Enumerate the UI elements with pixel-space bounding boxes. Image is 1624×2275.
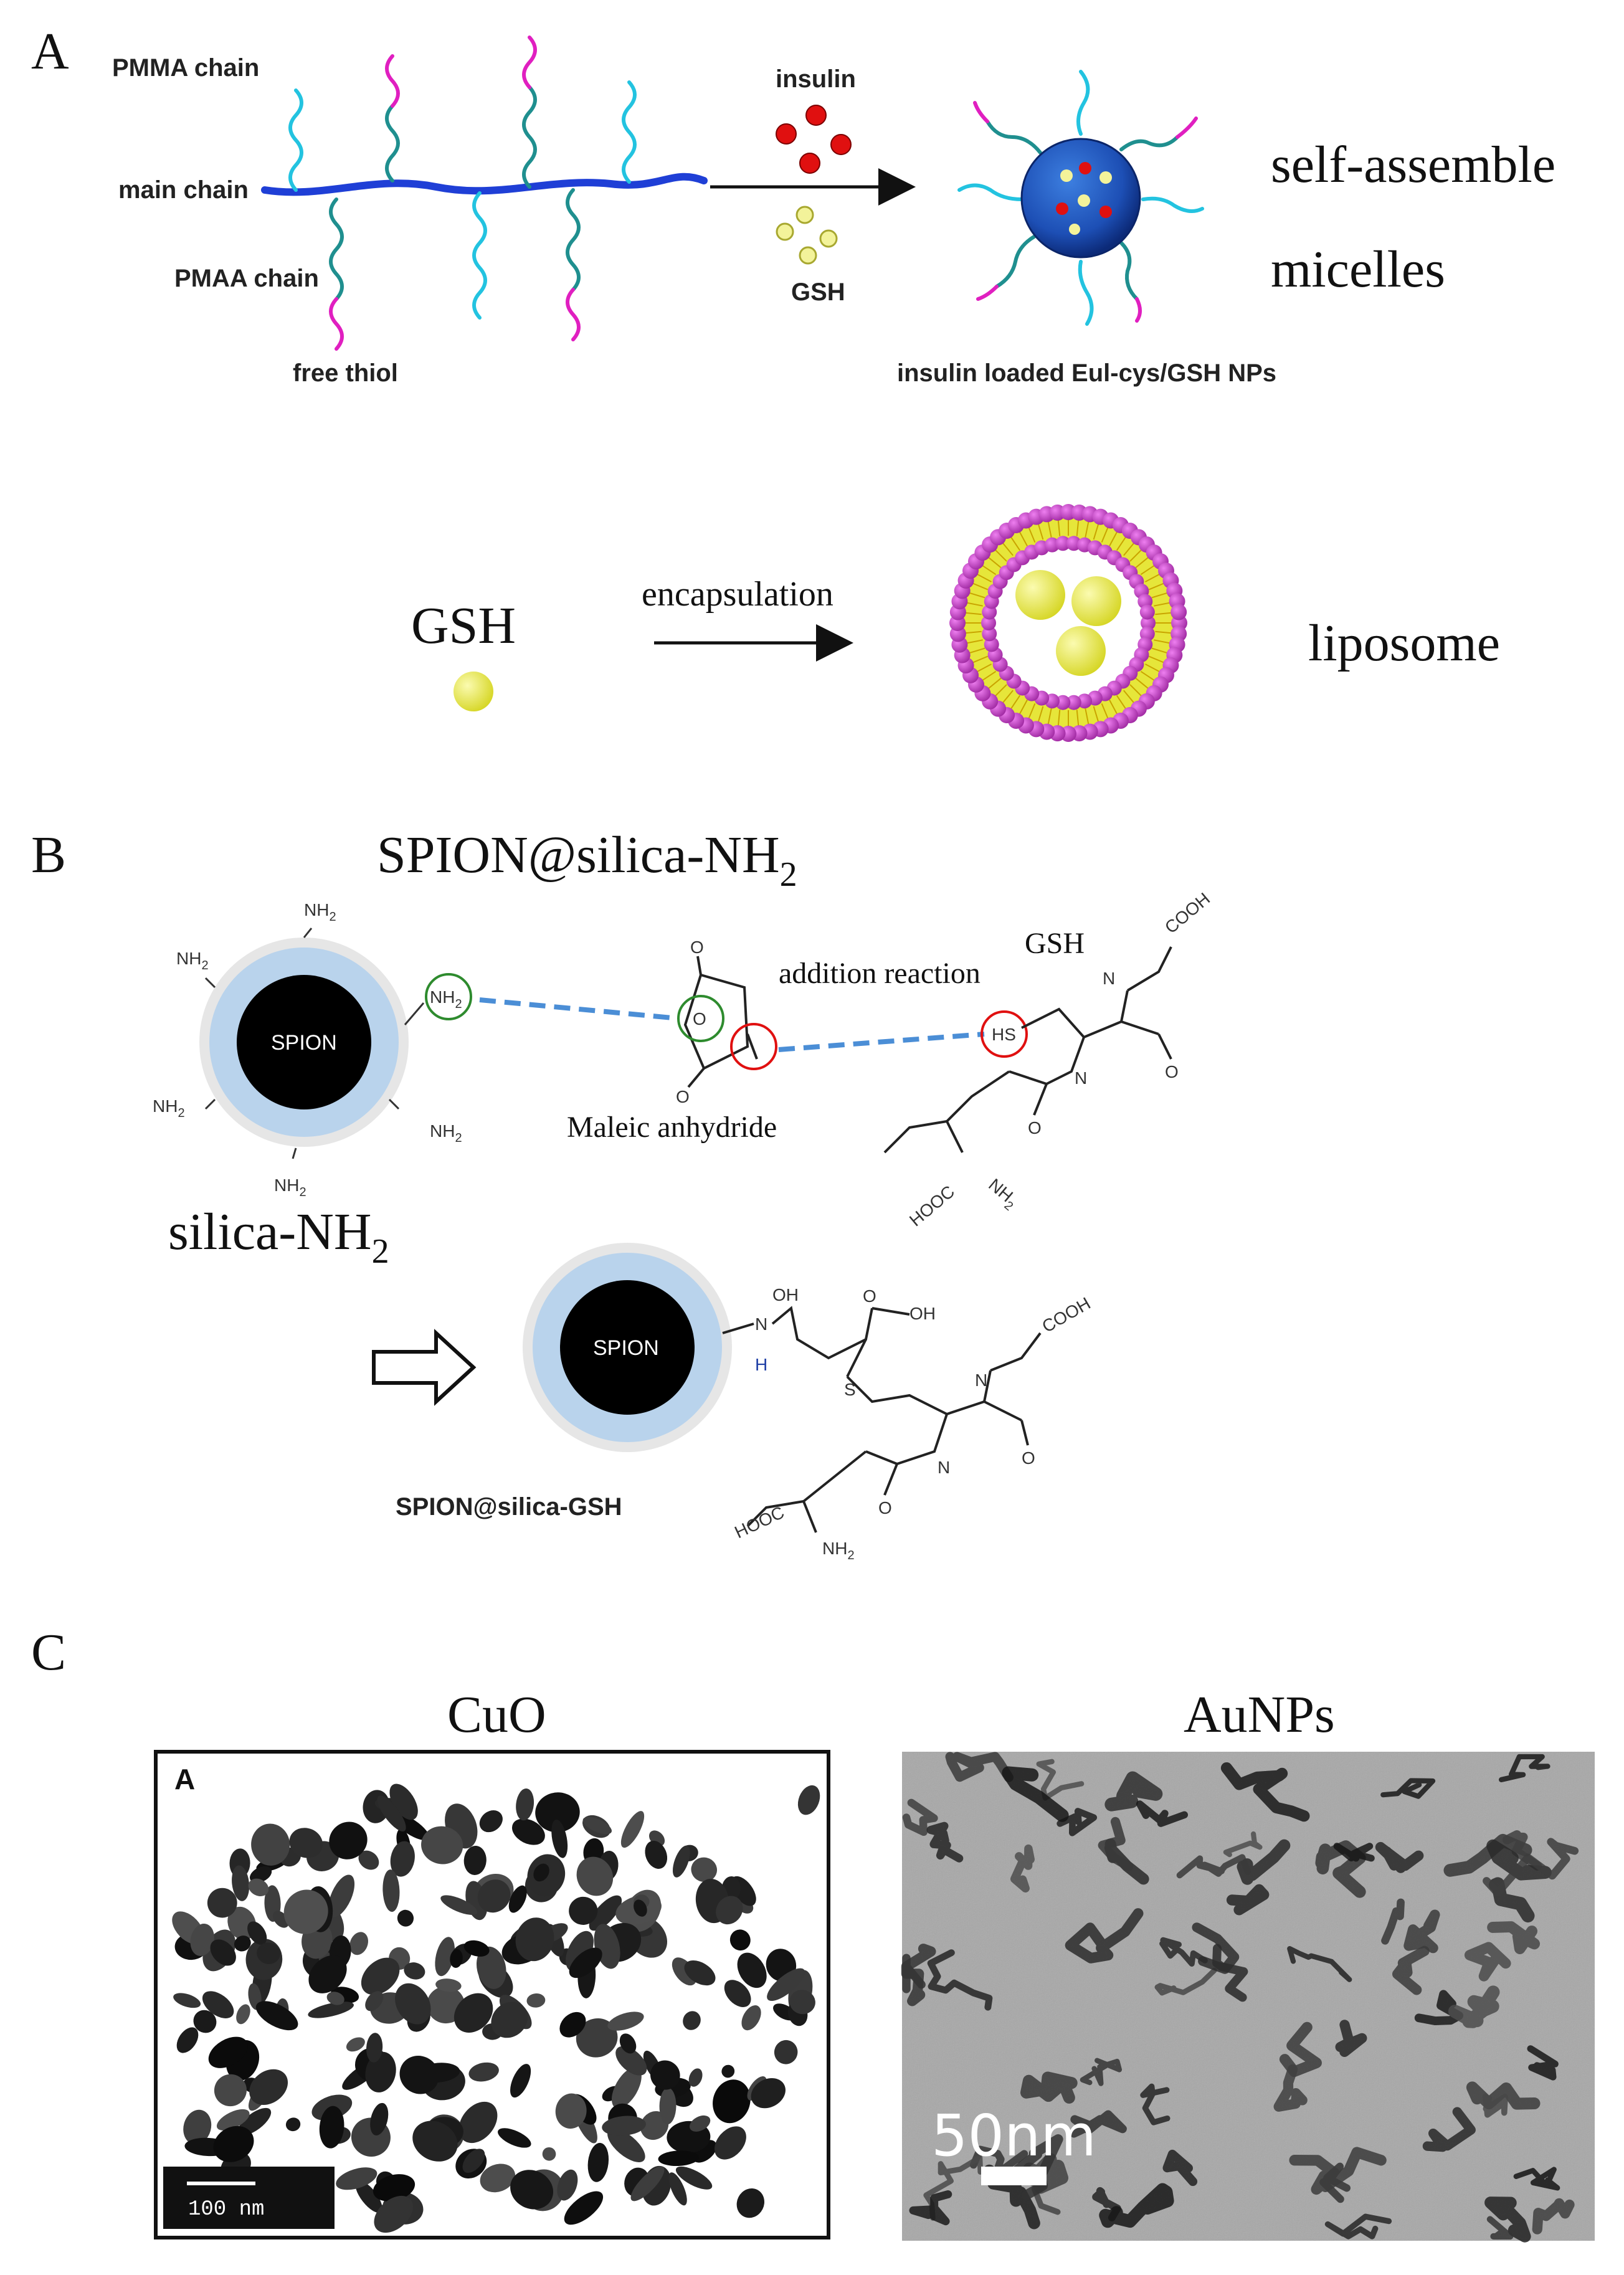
product-n-label: N [755, 1314, 767, 1334]
product-cooh-label: COOH [1039, 1293, 1094, 1336]
nh2-label: NH2 [304, 900, 336, 924]
spion-particle-1: SPION NH2 NH2 NH2 NH2 NH2 NH2 [153, 900, 472, 1199]
maleic-o-top: O [690, 938, 704, 957]
gsh-hooc-label: HOOC [906, 1182, 958, 1230]
product-oh-label: OH [772, 1285, 799, 1304]
maleic-o-ring: O [693, 1009, 706, 1028]
label-micelles: micelles [1271, 240, 1445, 298]
nh2-label: NH2 [176, 949, 209, 972]
label-insulin: insulin [776, 65, 856, 93]
product-h-label: H [755, 1355, 767, 1374]
gsh-sphere [453, 672, 493, 711]
gsh-nh2-label: NH2 [982, 1175, 1022, 1213]
panel-b: B SPION@silica-NH2 SPION NH2 NH2 NH2 NH2… [31, 826, 1213, 1562]
nh2-label: NH2 [430, 1121, 462, 1145]
gsh-structure [883, 946, 1172, 1154]
label-np: insulin loaded Eul-cys/GSH NPs [897, 359, 1276, 387]
label-main-chain: main chain [118, 176, 249, 204]
title-spion-silica-nh2: SPION@silica-NH2 [377, 826, 797, 894]
product-o-label: O [863, 1286, 876, 1306]
aunps-scale-label: 50nm [931, 2102, 1096, 2169]
panel-a: A PMMA chain main chain PMAA chain free … [31, 22, 1555, 742]
micelle [957, 70, 1204, 326]
spion-particle-2: SPION [523, 1243, 754, 1452]
product-n3-label: N [938, 1458, 950, 1477]
spion-core-label: SPION [271, 1031, 337, 1055]
aunps-tem-image: 50nm [901, 1752, 1595, 2243]
maleic-anhydride-structure [677, 956, 777, 1088]
product-structure [746, 1306, 1042, 1533]
label-pmma-chain: PMMA chain [112, 54, 259, 82]
side-chains [288, 36, 637, 351]
cuo-scale-label: 100 nm [188, 2198, 264, 2221]
label-gsh-small: GSH [791, 278, 845, 306]
label-pmaa-chain: PMAA chain [174, 265, 319, 292]
panel-letter-b: B [31, 826, 66, 884]
label-gsh-big: GSH [411, 597, 516, 655]
product-hooc-label: HOOC [731, 1503, 787, 1542]
main-chain [261, 173, 708, 196]
panel-c: C CuO AuNPs A 100 nm 50nm [31, 1623, 1595, 2243]
label-free-thiol: free thiol [293, 359, 398, 387]
cuo-particles [172, 1783, 820, 2233]
gsh-o1-label: O [1165, 1062, 1179, 1081]
product-nh2-label: NH2 [822, 1539, 855, 1562]
title-cuo: CuO [447, 1686, 546, 1744]
spion-core-label-2: SPION [593, 1336, 659, 1360]
label-maleic-anhydride: Maleic anhydride [567, 1111, 777, 1144]
nh2-label: NH2 [274, 1175, 306, 1199]
label-self-assemble: self-assemble [1271, 136, 1555, 194]
cuo-inset-letter: A [174, 1763, 195, 1795]
dash-connector-1 [479, 997, 680, 1021]
product-o3-label: O [878, 1498, 892, 1517]
liposome [949, 504, 1187, 742]
panel-letter-a: A [31, 22, 69, 80]
insulin-dots [776, 105, 852, 174]
label-encapsulation: encapsulation [642, 575, 833, 614]
gsh-cooh-label: COOH [1161, 889, 1213, 938]
gsh-hs-label: HS [992, 1025, 1016, 1044]
gsh-o2-label: O [1028, 1118, 1042, 1138]
nh2-label: NH2 [153, 1096, 185, 1120]
label-silica-nh2: silica-NH2 [168, 1203, 389, 1271]
dash-connector-2 [778, 1032, 985, 1052]
gsh-small-dots [776, 206, 838, 265]
nh2-highlight-label: NH2 [430, 987, 462, 1011]
panel-letter-c: C [31, 1623, 66, 1681]
product-n2-label: N [975, 1370, 987, 1390]
maleic-o-bottom: O [676, 1087, 690, 1106]
hollow-arrow [372, 1329, 477, 1406]
au-clusters [901, 1752, 1579, 2243]
label-liposome: liposome [1308, 614, 1500, 672]
gsh-n2-label: N [1103, 969, 1115, 988]
cuo-tem-image: A 100 nm [154, 1750, 830, 2239]
title-aunps: AuNPs [1184, 1686, 1335, 1744]
aunps-scale-bar [981, 2167, 1047, 2185]
label-addition-reaction: addition reaction [779, 957, 981, 990]
gsh-n1-label: N [1075, 1068, 1087, 1088]
label-spion-silica-gsh: SPION@silica-GSH [396, 1493, 622, 1521]
product-s-label: S [844, 1380, 856, 1399]
product-o2-label: O [1022, 1448, 1035, 1468]
label-gsh-molecule: GSH [1025, 927, 1085, 960]
product-oh2-label: OH [909, 1304, 936, 1323]
